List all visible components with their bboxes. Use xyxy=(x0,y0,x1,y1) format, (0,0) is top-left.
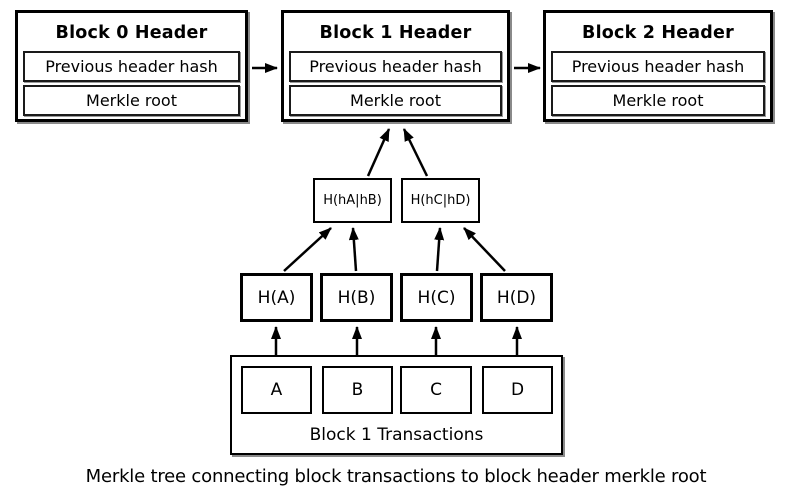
diagram-caption: Merkle tree connecting block transaction… xyxy=(85,466,707,487)
block-0-previous-header-hash: Previous header hash xyxy=(23,51,240,82)
transaction-c: C xyxy=(400,366,472,414)
arrow-ha-to-hab xyxy=(283,227,332,272)
block-2-previous-header-hash: Previous header hash xyxy=(551,51,765,82)
block-2-merkle-root: Merkle root xyxy=(551,85,765,116)
merkle-node-hb: H(B) xyxy=(320,273,393,322)
block-0-header-title: Block 0 Header xyxy=(55,23,208,43)
block-1-merkle-root: Merkle root xyxy=(289,85,502,116)
transaction-a: A xyxy=(241,366,312,414)
arrow-hcd-to-merkle-root xyxy=(402,128,429,177)
merkle-node-hab: H(hA|hB) xyxy=(313,178,392,223)
block-1-transactions-label: Block 1 Transactions xyxy=(309,425,484,445)
arrow-hab-to-merkle-root xyxy=(366,128,391,177)
merkle-node-hd: H(D) xyxy=(480,273,553,322)
block-0-merkle-root: Merkle root xyxy=(23,85,240,116)
arrow-hb-to-hab xyxy=(348,227,359,272)
transaction-d: D xyxy=(482,366,553,414)
merkle-node-hc: H(C) xyxy=(400,273,473,322)
block-2-header: Block 2 Header Previous header hash Merk… xyxy=(543,10,773,122)
block-1-previous-header-hash: Previous header hash xyxy=(289,51,502,82)
block-2-header-title: Block 2 Header xyxy=(582,23,734,43)
block-0-header: Block 0 Header Previous header hash Merk… xyxy=(15,10,248,122)
merkle-node-hcd: H(hC|hD) xyxy=(401,178,480,223)
transaction-b: B xyxy=(322,366,393,414)
arrow-hd-to-hcd xyxy=(463,227,506,272)
merkle-node-ha: H(A) xyxy=(240,273,313,322)
arrow-hc-to-hcd xyxy=(434,227,445,272)
block-1-header: Block 1 Header Previous header hash Merk… xyxy=(281,10,510,122)
block-1-header-title: Block 1 Header xyxy=(319,23,472,43)
